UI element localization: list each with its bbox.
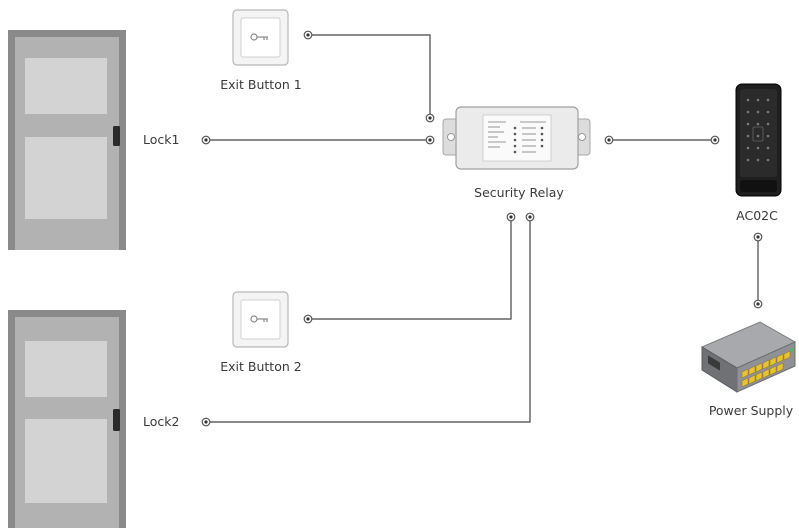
wire-exit-button-1-to-relay (308, 34, 431, 118)
door-1-icon (8, 30, 126, 250)
ac02c-label: AC02C (736, 208, 778, 223)
wiring (206, 34, 759, 423)
exit-button-2-icon (232, 291, 289, 348)
wire-exit-button-2-to-relay (308, 217, 512, 320)
exit-button-1-icon (232, 9, 289, 66)
security-relay-label: Security Relay (474, 185, 564, 200)
power-supply-label: Power Supply (709, 403, 794, 418)
ac02c-reader-icon (735, 83, 782, 197)
lock1-label: Lock1 (143, 132, 179, 147)
wire-lock2-to-relay (206, 217, 531, 423)
exit-button-1-label: Exit Button 1 (220, 77, 301, 92)
door-2-icon (8, 310, 126, 528)
power-supply-icon (700, 321, 797, 393)
security-relay-icon (442, 106, 591, 170)
lock2-label: Lock2 (143, 414, 179, 429)
exit-button-2-label: Exit Button 2 (220, 359, 301, 374)
